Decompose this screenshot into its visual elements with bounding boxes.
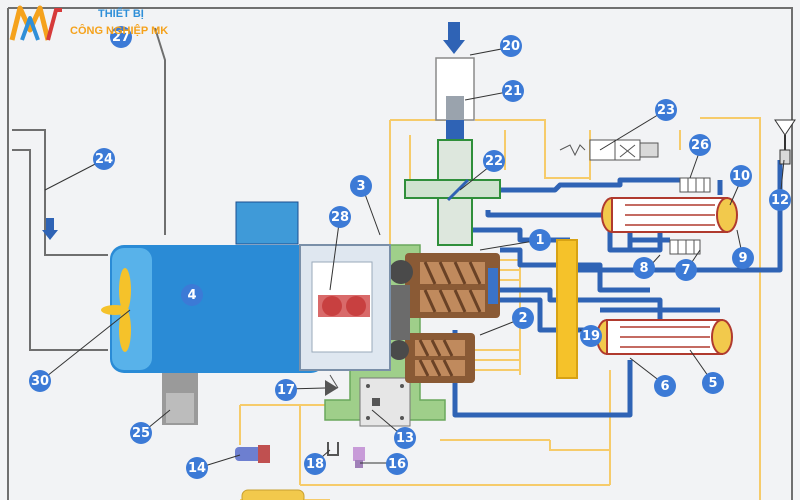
callout-19: 19 (580, 325, 602, 347)
callout-7: 7 (675, 259, 697, 281)
svg-text:14: 14 (188, 461, 206, 476)
svg-text:19: 19 (582, 329, 600, 344)
svg-text:16: 16 (388, 457, 406, 472)
frame-lines (7, 7, 793, 500)
svg-text:2: 2 (518, 311, 527, 326)
oil-separator (556, 239, 578, 379)
svg-text:23: 23 (657, 103, 675, 118)
pressure-valve (774, 119, 796, 165)
svg-text:28: 28 (331, 210, 349, 225)
callout-25: 25 (130, 422, 152, 444)
callout-2: 2 (512, 307, 534, 329)
callout-1: 1 (529, 229, 551, 251)
svg-text:25: 25 (132, 426, 150, 441)
brand-logo: THIẾT BỊ CÔNG NGHIỆP MK (9, 5, 168, 41)
cooler-bottom (596, 319, 733, 355)
valve-17 (325, 374, 339, 396)
drain-valve-14 (235, 445, 270, 463)
svg-text:9: 9 (738, 251, 747, 266)
svg-text:18: 18 (306, 457, 324, 472)
electric-motor (110, 201, 391, 425)
inlet-filter (435, 57, 475, 140)
callout-14: 14 (186, 457, 208, 479)
valve-18 (327, 442, 339, 456)
callout-24: 24 (93, 148, 115, 170)
callout-10: 10 (730, 165, 752, 187)
svg-text:30: 30 (31, 374, 49, 389)
callout-18: 18 (304, 453, 326, 475)
screw-rotor-bottom (405, 333, 475, 383)
gear-drive (388, 260, 413, 360)
callout-22: 22 (483, 150, 505, 172)
solenoid-valve (559, 139, 659, 161)
callout-21: 21 (502, 80, 524, 102)
svg-text:1: 1 (535, 233, 544, 248)
svg-text:12: 12 (771, 193, 789, 208)
svg-text:7: 7 (681, 263, 690, 278)
callout-8: 8 (633, 257, 655, 279)
svg-text:3: 3 (356, 179, 365, 194)
svg-text:24: 24 (95, 152, 113, 167)
air-lines (239, 117, 761, 500)
svg-text:20: 20 (502, 39, 520, 54)
callout-6: 6 (654, 375, 676, 397)
svg-text:6: 6 (660, 379, 669, 394)
oil-filter-lower (669, 239, 701, 255)
callout-4: 4 (181, 284, 203, 306)
callout-3: 3 (350, 175, 372, 197)
callout-16: 16 (386, 453, 408, 475)
svg-text:4: 4 (187, 288, 196, 303)
callout-13: 13 (394, 427, 416, 449)
svg-text:21: 21 (504, 84, 522, 99)
callout-27: 27 (110, 26, 132, 48)
callout-30: 30 (29, 370, 51, 392)
logo-mark-icon (9, 5, 62, 41)
callouts: 1 2 3 4 5 6 7 8 9 10 12 13 14 16 17 18 1… (29, 26, 791, 479)
oil-filter-top (679, 177, 711, 193)
svg-text:5: 5 (708, 376, 717, 391)
screw-rotor-top (405, 253, 500, 318)
callout-5: 5 (702, 372, 724, 394)
callout-20: 20 (500, 35, 522, 57)
svg-text:10: 10 (732, 169, 750, 184)
motor-fan (101, 268, 131, 352)
air-inlet-arrow (443, 22, 465, 54)
svg-text:8: 8 (639, 261, 648, 276)
callout-26: 26 (689, 134, 711, 156)
logo-line2: CÔNG NGHIỆP MK (70, 24, 168, 37)
callout-23: 23 (655, 99, 677, 121)
inline-filter-bottom (241, 489, 305, 500)
svg-text:17: 17 (277, 383, 295, 398)
cooler-top (601, 197, 738, 233)
svg-text:22: 22 (485, 154, 503, 169)
air-outlet-arrow (42, 218, 58, 240)
svg-text:13: 13 (396, 431, 414, 446)
oil-sight-16 (353, 447, 365, 468)
callout-12: 12 (769, 189, 791, 211)
svg-text:26: 26 (691, 138, 709, 153)
callout-9: 9 (732, 247, 754, 269)
svg-text:27: 27 (112, 30, 130, 45)
callout-17: 17 (275, 379, 297, 401)
logo-line1: THIẾT BỊ (98, 7, 144, 20)
intake-valve (404, 139, 501, 246)
callout-28: 28 (329, 206, 351, 228)
